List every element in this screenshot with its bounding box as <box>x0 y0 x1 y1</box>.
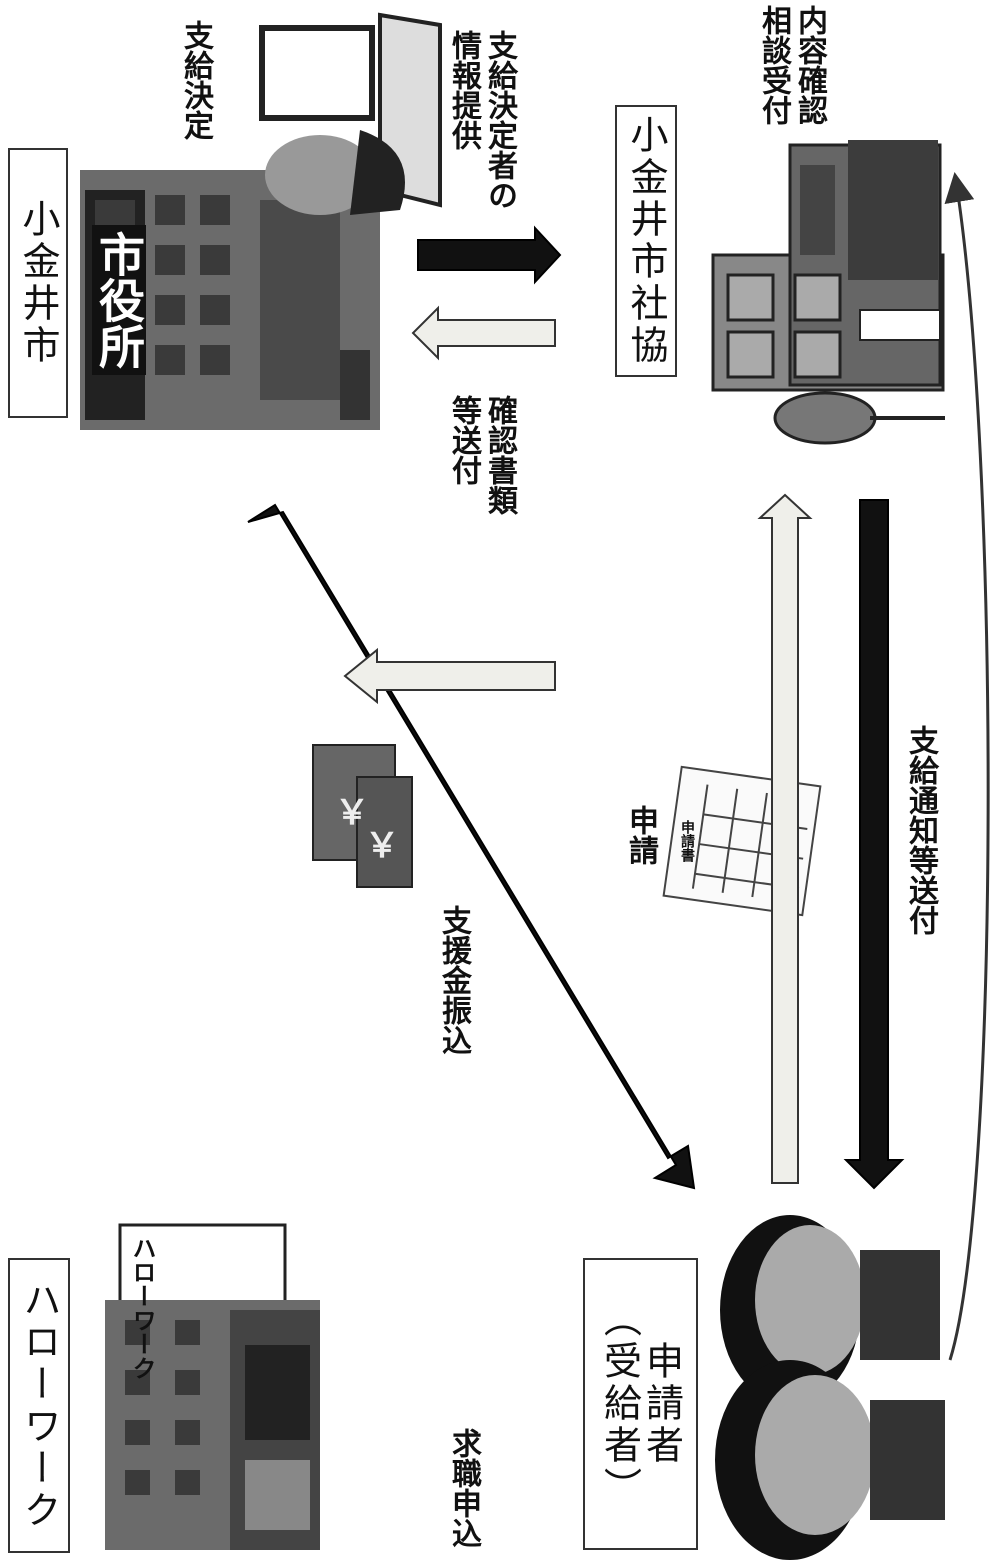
applicant-people-icon <box>715 1215 945 1560</box>
label-jobapp: 求職申込 <box>446 1428 481 1548</box>
applicant-label-line2: （受給者） <box>597 1299 642 1509</box>
label-docs-line2: 等送付 <box>446 395 481 485</box>
shakyo-building-icon <box>711 140 945 445</box>
label-info-line1: 支給決定者の <box>482 30 517 210</box>
city-box: 小金井市 <box>8 148 68 418</box>
applicant-box: 申請者 （受給者） <box>583 1258 698 1550</box>
money-symbol-1: ￥ <box>335 793 369 833</box>
label-docs-line1: 確認書類 <box>482 395 517 515</box>
city-hall-sign: 市役所 <box>92 225 146 375</box>
arrow-docs-to-city <box>411 305 556 361</box>
arrow-apply-to-shakyo <box>757 493 813 1184</box>
return-curve-arrow <box>944 172 990 1361</box>
hellowork-label: ハローワーク <box>17 1279 61 1532</box>
label-info: 支給決定者の 情報提供 <box>446 30 517 210</box>
money-bills-icon <box>312 744 413 888</box>
hellowork-building-icon <box>105 1223 320 1550</box>
label-apply: 申請 <box>623 805 658 865</box>
staff-at-computer-icon <box>259 12 442 215</box>
label-consult-line1: 内容確認 <box>792 5 827 125</box>
label-info-line2: 情報提供 <box>446 30 481 150</box>
label-consult-line2: 相談受付 <box>756 5 791 125</box>
shakyo-box: 小金井市社協 <box>615 105 677 377</box>
applicant-label-line1: 申請者 <box>639 1341 684 1467</box>
money-symbol-2: ￥ <box>365 826 399 866</box>
arrow-notice-to-applicant <box>843 499 905 1190</box>
label-consult: 内容確認 相談受付 <box>756 5 827 125</box>
city-label: 小金井市 <box>16 199 60 367</box>
label-decision: 支給決定 <box>178 20 213 140</box>
hellowork-sign: ハローワーク <box>128 1236 156 1380</box>
label-transfer: 支援金振込 <box>436 905 471 1055</box>
form-title: 申請書 <box>679 820 695 862</box>
hellowork-box: ハローワーク <box>8 1258 70 1553</box>
label-docs: 確認書類 等送付 <box>446 395 517 515</box>
arrow-jobapp-visible <box>343 647 556 705</box>
shakyo-label: 小金井市社協 <box>624 115 668 367</box>
arrow-transfer-to-applicant <box>247 503 696 1190</box>
arrow-info-to-shakyo <box>417 225 562 285</box>
label-notice: 支給通知等送付 <box>903 725 938 935</box>
